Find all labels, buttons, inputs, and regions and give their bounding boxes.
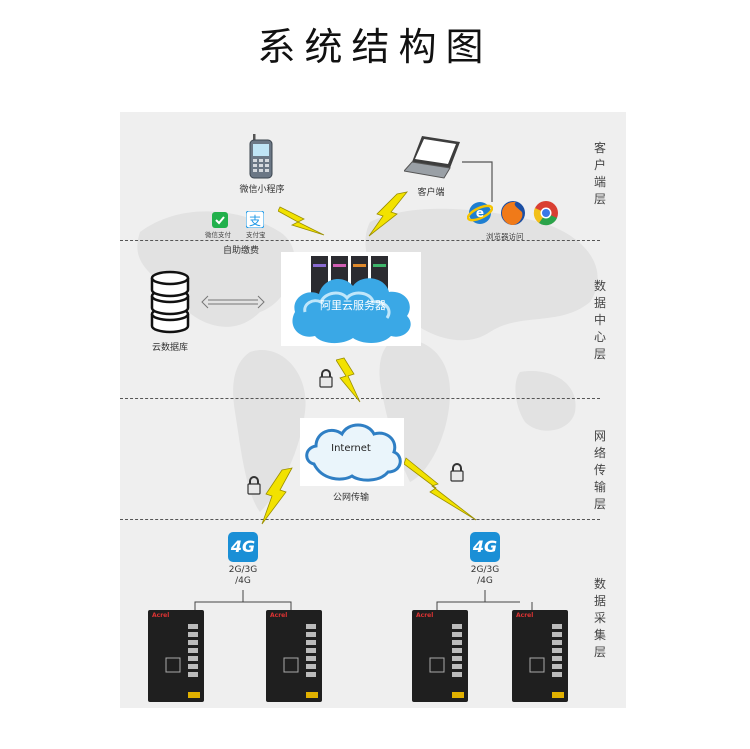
- self-service-payment-label: 自助缴费: [222, 246, 259, 256]
- layer-label-network: 网络传输层: [593, 429, 606, 511]
- device-brand-label: Acrel: [152, 612, 170, 619]
- cloud-server-label: 阿里云服务器: [320, 299, 386, 312]
- lock-icon: [247, 476, 261, 495]
- cloud-database-label: 云数据库: [151, 343, 188, 353]
- device-connector-lines: [194, 590, 520, 612]
- alipay-icon: 支: [246, 211, 264, 228]
- internet-label: Internet: [331, 443, 371, 454]
- layer-label-datacenter: 数据中心层: [593, 279, 606, 361]
- wireless-link-lightning-icon: [404, 457, 477, 521]
- cloud-database-icon: [150, 270, 190, 334]
- collection-device: Acrel: [412, 610, 468, 706]
- lock-icon: [450, 463, 464, 482]
- wechat-pay-icon: [212, 212, 228, 228]
- public-network-label: 公网传输: [332, 493, 369, 503]
- device-brand-label: Acrel: [270, 612, 288, 619]
- pc-client-label: 客户端: [417, 188, 445, 198]
- ie-browser-icon: e: [467, 202, 493, 224]
- bidirectional-arrow-icon: [201, 295, 265, 309]
- 4g-badge-icon: 4G: [470, 532, 500, 562]
- 4g-badge-icon: 4G: [228, 532, 258, 562]
- cloud-server-icon: [281, 252, 421, 346]
- layer-label-client: 客户端层: [593, 141, 606, 206]
- right-module-network-label: 2G/3G /4G: [470, 565, 500, 586]
- chrome-browser-icon: [533, 201, 558, 226]
- svg-text:e: e: [476, 206, 484, 220]
- layer-separator: [120, 240, 600, 241]
- left-module-network-label: 2G/3G /4G: [228, 565, 258, 586]
- collection-device: Acrel: [512, 610, 568, 706]
- wireless-link-lightning-icon: [261, 467, 293, 525]
- browser-access-label: 浏览器访问: [486, 232, 524, 241]
- wechat-pay-label: 微信支付: [205, 231, 231, 239]
- collection-device: Acrel: [266, 610, 322, 706]
- mobile-phone-icon: [249, 134, 273, 179]
- layer-separator: [120, 519, 600, 520]
- layer-separator: [120, 398, 600, 399]
- laptop-icon: [404, 136, 460, 179]
- collection-device: Acrel: [148, 610, 204, 706]
- device-brand-label: Acrel: [416, 612, 434, 619]
- wireless-link-lightning-icon: [336, 357, 361, 403]
- layer-label-collection: 数据采集层: [593, 577, 606, 659]
- svg-text:支: 支: [249, 214, 261, 228]
- laptop-browser-connector: [462, 161, 493, 202]
- firefox-browser-icon: [501, 201, 525, 225]
- device-brand-label: Acrel: [516, 612, 534, 619]
- alipay-label: 支付宝: [246, 231, 266, 239]
- lock-icon: [319, 369, 333, 388]
- internet-cloud-icon: [300, 418, 404, 486]
- page-title: 系统结构图: [257, 25, 493, 69]
- wireless-link-lightning-icon: [368, 191, 408, 237]
- mini-program-label: 微信小程序: [239, 185, 285, 195]
- wireless-link-lightning-icon: [278, 206, 325, 236]
